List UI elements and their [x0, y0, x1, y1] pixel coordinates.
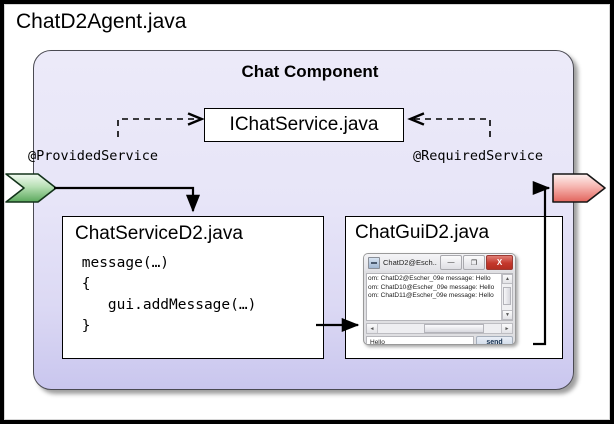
window-titlebar: ChatD2@Esch.. — ❐ X [364, 254, 515, 271]
window-maximize-button[interactable]: ❐ [463, 255, 485, 270]
window-app-icon [368, 256, 380, 269]
window-title: ChatD2@Esch.. [383, 258, 437, 267]
list-item: om: ChatD2@Escher_09e message: Hello [368, 275, 491, 282]
chat-service-box: ChatServiceD2.java message(…) { gui.addM… [62, 216, 324, 359]
vertical-scrollbar[interactable]: ▲ ▼ [501, 274, 512, 320]
window-body: om: ChatD2@Escher_09e message: Hello om:… [364, 271, 515, 344]
scroll-right-icon[interactable]: ► [501, 324, 512, 333]
chat-service-code: message(…) { gui.addMessage(…) } [81, 255, 257, 334]
horizontal-scroll-track[interactable] [378, 324, 501, 333]
provided-service-port-icon [2, 168, 62, 208]
send-button[interactable]: send [476, 336, 513, 344]
scroll-down-icon[interactable]: ▼ [502, 310, 512, 320]
required-service-port-icon [551, 168, 611, 208]
chat-gui-title: ChatGuiD2.java [355, 222, 490, 243]
list-item: om: ChatD11@Escher_09e message: Hello [368, 292, 494, 300]
interface-box-label: IChatService.java [229, 114, 379, 135]
chat-gui-box: ChatGuiD2.java ChatD2@Esch.. — ❐ X om: C… [345, 216, 563, 359]
horizontal-scroll-thumb[interactable] [424, 324, 484, 333]
provided-service-annotation: @ProvidedService [28, 148, 159, 164]
message-list[interactable]: om: ChatD2@Escher_09e message: Hello om:… [366, 273, 513, 321]
vertical-scroll-thumb[interactable] [503, 287, 511, 305]
scroll-up-icon[interactable]: ▲ [502, 274, 512, 284]
page-title: ChatD2Agent.java [16, 10, 187, 33]
horizontal-scrollbar[interactable]: ◄ ► [366, 323, 513, 334]
chat-message-input[interactable]: Hello [366, 336, 474, 344]
list-item: om: ChatD10@Escher_09e message: Hello [368, 283, 495, 291]
chat-service-title: ChatServiceD2.java [75, 223, 243, 244]
scroll-left-icon[interactable]: ◄ [367, 324, 378, 333]
message-list-content: om: ChatD2@Escher_09e message: Hello om:… [367, 275, 502, 301]
chat-input-row: Hello send [366, 336, 513, 344]
window-minimize-button[interactable]: — [440, 255, 462, 270]
window-close-button[interactable]: X [486, 255, 513, 270]
embedded-chat-window: ChatD2@Esch.. — ❐ X om: ChatD2@Escher_09… [363, 253, 516, 345]
component-title: Chat Component [241, 62, 379, 81]
required-service-annotation: @RequiredService [413, 148, 544, 164]
interface-box: IChatService.java [204, 108, 404, 142]
